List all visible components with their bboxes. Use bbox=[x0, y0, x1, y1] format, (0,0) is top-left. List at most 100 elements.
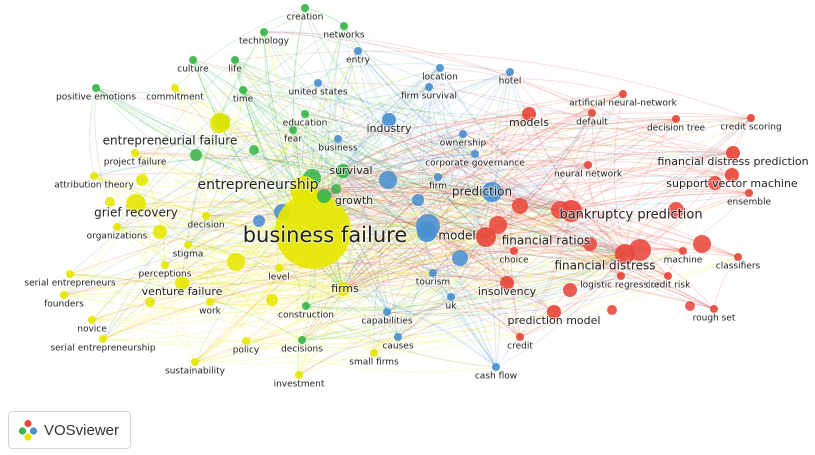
term-label-uk[interactable]: uk bbox=[445, 301, 459, 313]
term-node-decisions[interactable] bbox=[298, 336, 306, 344]
term-label-ownership[interactable]: ownership bbox=[439, 138, 488, 150]
term-node-neural-network[interactable] bbox=[584, 161, 592, 169]
term-node-entrepreneurial-failure[interactable] bbox=[210, 113, 230, 133]
term-node-stigma[interactable] bbox=[184, 241, 192, 249]
term-label-technology[interactable]: technology bbox=[238, 36, 291, 48]
term-label-small-firms[interactable]: small firms bbox=[348, 357, 400, 369]
term-label-choice[interactable]: choice bbox=[498, 255, 530, 267]
term-node-corporate-governance[interactable] bbox=[471, 150, 479, 158]
term-node-creation[interactable] bbox=[301, 4, 309, 12]
term-label-firms[interactable]: firms bbox=[330, 281, 360, 296]
term-node-firms[interactable] bbox=[336, 282, 350, 296]
term-label-decision[interactable]: decision bbox=[186, 220, 225, 232]
term-node[interactable] bbox=[693, 235, 711, 253]
term-label-corporate-governance[interactable]: corporate governance bbox=[424, 158, 526, 170]
term-node-attribution-theory[interactable] bbox=[90, 172, 98, 180]
term-node-financial-distress-prediction[interactable] bbox=[726, 146, 740, 160]
term-node-life[interactable] bbox=[231, 56, 239, 64]
term-node-firm[interactable] bbox=[434, 173, 442, 181]
term-node[interactable] bbox=[253, 215, 265, 227]
term-label-firm-survival[interactable]: firm survival bbox=[400, 91, 458, 103]
term-label-sustainability[interactable]: sustainability bbox=[164, 366, 227, 378]
term-node-serial-entrepreneurship[interactable] bbox=[99, 335, 107, 343]
term-label-policy[interactable]: policy bbox=[232, 345, 261, 357]
term-label-support-vector-machine[interactable]: support vector machine bbox=[665, 176, 799, 191]
term-node-choice[interactable] bbox=[510, 247, 518, 255]
term-label-investment[interactable]: investment bbox=[273, 379, 326, 391]
term-label-commitment[interactable]: commitment bbox=[145, 92, 205, 104]
term-label-financial-distress-prediction[interactable]: financial distress prediction bbox=[656, 154, 809, 169]
term-label-causes[interactable]: causes bbox=[381, 341, 414, 353]
term-label-grief-recovery[interactable]: grief recovery bbox=[93, 205, 179, 221]
term-label-industry[interactable]: industry bbox=[365, 121, 413, 136]
term-node[interactable] bbox=[607, 305, 617, 315]
term-node-causes[interactable] bbox=[394, 333, 402, 341]
term-node[interactable] bbox=[145, 297, 155, 307]
term-label-project-failure[interactable]: project failure bbox=[103, 157, 168, 169]
term-node-survival[interactable] bbox=[336, 164, 350, 178]
term-label-business[interactable]: business bbox=[317, 143, 359, 155]
term-node-financial-ratios[interactable] bbox=[476, 227, 496, 247]
term-label-hotel[interactable]: hotel bbox=[498, 76, 523, 88]
term-node-classifiers[interactable] bbox=[734, 253, 742, 261]
term-node-artificial-neural-network[interactable] bbox=[619, 90, 627, 98]
term-node-rough-set[interactable] bbox=[710, 305, 718, 313]
term-node-model[interactable] bbox=[417, 222, 437, 242]
term-node-united-states[interactable] bbox=[314, 79, 322, 87]
term-label-stigma[interactable]: stigma bbox=[172, 249, 205, 261]
term-label-novice[interactable]: novice bbox=[76, 324, 108, 336]
term-node[interactable] bbox=[227, 253, 245, 271]
term-node-bankruptcy-prediction[interactable] bbox=[560, 200, 582, 222]
term-label-decisions[interactable]: decisions bbox=[280, 344, 324, 356]
term-node-organizations[interactable] bbox=[113, 223, 121, 231]
term-label-decision-tree[interactable]: decision tree bbox=[646, 123, 707, 135]
term-node-default[interactable] bbox=[588, 109, 596, 117]
term-label-firm[interactable]: firm bbox=[428, 181, 448, 193]
term-label-serial-entrepreneurs[interactable]: serial entrepreneurs bbox=[23, 278, 117, 290]
term-node-cash-flow[interactable] bbox=[492, 363, 500, 371]
term-node-industry[interactable] bbox=[382, 113, 396, 127]
term-label-attribution-theory[interactable]: attribution theory bbox=[53, 180, 135, 192]
term-node-novice[interactable] bbox=[88, 316, 96, 324]
term-node-culture[interactable] bbox=[189, 56, 197, 64]
term-node-insolvency[interactable] bbox=[500, 276, 514, 290]
term-node-time[interactable] bbox=[239, 86, 247, 94]
term-node-small-firms[interactable] bbox=[370, 349, 378, 357]
term-node[interactable] bbox=[249, 145, 259, 155]
term-label-insolvency[interactable]: insolvency bbox=[477, 284, 538, 299]
term-label-ensemble[interactable]: ensemble bbox=[726, 197, 772, 209]
term-node[interactable] bbox=[190, 149, 202, 161]
term-node[interactable] bbox=[668, 202, 684, 218]
term-label-financial-ratios[interactable]: financial ratios bbox=[501, 233, 591, 249]
term-label-classifiers[interactable]: classifiers bbox=[715, 261, 762, 273]
term-label-networks[interactable]: networks bbox=[322, 30, 366, 42]
term-label-entry[interactable]: entry bbox=[345, 55, 371, 67]
term-node-fear[interactable] bbox=[289, 126, 297, 134]
term-node[interactable] bbox=[708, 176, 722, 190]
term-node-capabilities[interactable] bbox=[383, 308, 391, 316]
term-label-bankruptcy-prediction[interactable]: bankruptcy prediction bbox=[558, 207, 703, 224]
term-node-policy[interactable] bbox=[242, 337, 250, 345]
term-node-growth[interactable] bbox=[317, 189, 331, 203]
term-node-grief-recovery[interactable] bbox=[126, 194, 146, 214]
term-label-machine[interactable]: machine bbox=[663, 255, 704, 267]
term-label-prediction-model[interactable]: prediction model bbox=[507, 313, 602, 328]
term-node-credit[interactable] bbox=[516, 333, 524, 341]
term-node-commitment[interactable] bbox=[171, 84, 179, 92]
term-label-work[interactable]: work bbox=[198, 306, 223, 318]
term-label-venture-failure[interactable]: venture failure bbox=[141, 284, 224, 299]
term-node-networks[interactable] bbox=[340, 22, 348, 30]
term-node-prediction-model[interactable] bbox=[547, 305, 561, 319]
term-node-business-failure[interactable] bbox=[275, 193, 351, 269]
term-node-business[interactable] bbox=[334, 135, 342, 143]
term-node-credit-scoring[interactable] bbox=[747, 114, 755, 122]
term-label-rough-set[interactable]: rough set bbox=[692, 313, 737, 325]
term-label-positive-emotions[interactable]: positive emotions bbox=[55, 92, 137, 104]
term-node-level[interactable] bbox=[275, 264, 283, 272]
term-label-models[interactable]: models bbox=[508, 115, 550, 130]
term-label-entrepreneurship[interactable]: entrepreneurship bbox=[196, 176, 319, 194]
term-label-neural-network[interactable]: neural network bbox=[553, 169, 624, 181]
term-label-artificial-neural-network[interactable]: artificial neural-network bbox=[568, 98, 678, 110]
term-label-perceptions[interactable]: perceptions bbox=[138, 269, 193, 281]
